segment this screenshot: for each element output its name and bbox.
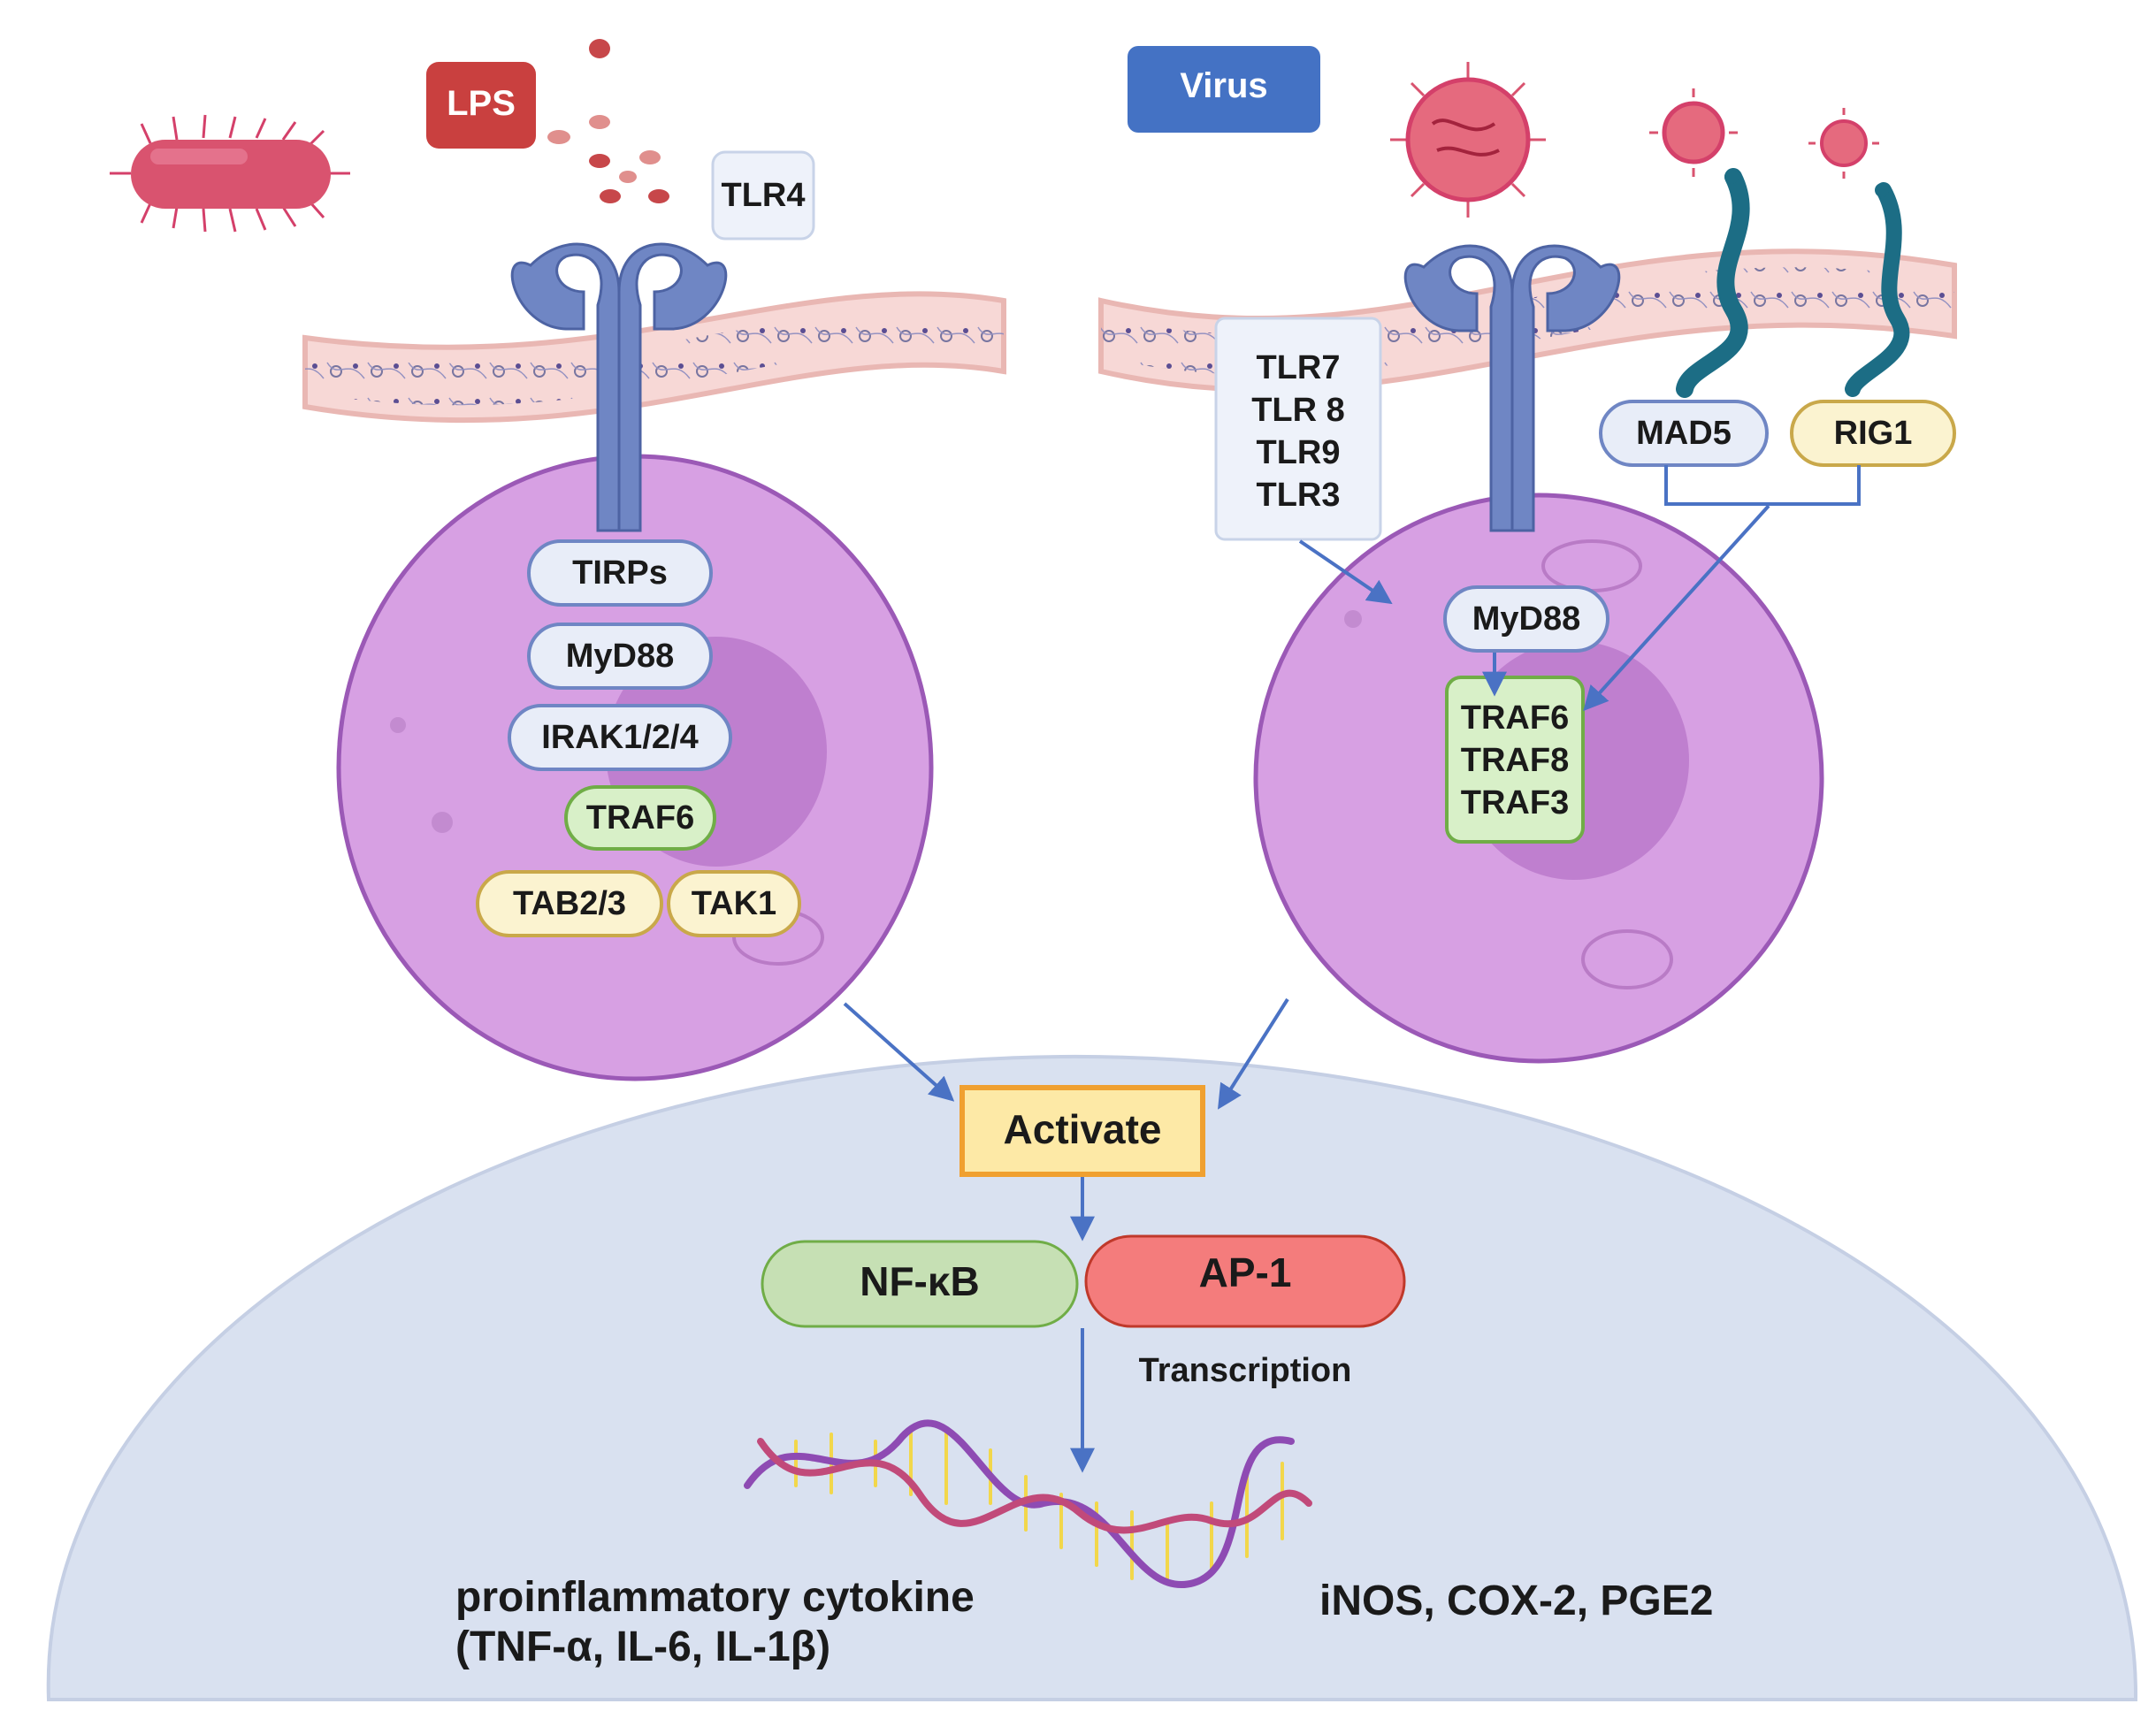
ap1-text: AP-1 (1199, 1249, 1292, 1295)
tlr4-label: TLR4 (711, 150, 815, 241)
right-cell-to-activate-arrow (1218, 997, 1289, 1110)
irak-pill: IRAK1/2/4 (508, 704, 732, 771)
myd88-right-pill: MyD88 (1443, 585, 1609, 653)
mad5-pill: MAD5 (1599, 400, 1769, 467)
traf6-left-pill: TRAF6 (564, 785, 716, 851)
myd88-left-pill: MyD88 (527, 623, 713, 690)
nfkb-pill: NF-κB (761, 1240, 1079, 1328)
cytokine-line2-text: (TNF-α, IL-6, IL-1β) (455, 1624, 830, 1670)
tlr9-text: TLR9 (1257, 434, 1341, 471)
lps-label: LPS (426, 62, 536, 149)
activate-text: Activate (1004, 1106, 1162, 1152)
bacterium-icon (110, 114, 350, 233)
tak1-text: TAK1 (692, 885, 776, 922)
tlr7-text: TLR7 (1257, 349, 1341, 386)
pathway-arrows (843, 504, 1770, 1473)
left-cell-to-activate-arrow (843, 1002, 955, 1102)
nfkb-text: NF-κB (860, 1258, 980, 1304)
virus-small-icon (1808, 108, 1879, 179)
tlr-list-to-myd88-arrow (1298, 539, 1393, 605)
rig1-text: RIG1 (1834, 415, 1913, 452)
tlr4-text: TLR4 (722, 177, 806, 214)
irak-text: IRAK1/2/4 (541, 719, 698, 756)
ap1-pill: AP-1 (1084, 1234, 1406, 1328)
rlr-bracket-connector (1664, 465, 1861, 506)
virus-label: Virus (1128, 46, 1320, 133)
tab23-pill: TAB2/3 (476, 870, 663, 937)
traf3-text: TRAF3 (1461, 784, 1569, 821)
tlr4-receptor-icon (510, 242, 728, 532)
tab23-text: TAB2/3 (513, 885, 626, 922)
left-membrane (302, 291, 1006, 424)
traf6-left-text: TRAF6 (586, 799, 694, 837)
enzymes-text: iNOS, COX-2, PGE2 (1319, 1578, 1713, 1624)
transcription-text: Transcription (1139, 1352, 1352, 1389)
lps-text: LPS (447, 84, 516, 123)
tirps-text: TIRPs (572, 554, 668, 592)
nucleus-background (46, 1054, 2138, 1701)
virus-medium-icon (1649, 88, 1738, 177)
rig1-pill: RIG1 (1790, 400, 1956, 467)
traf6-right-text: TRAF6 (1461, 699, 1569, 737)
cytokine-line1-text: proinflammatory cytokine (455, 1574, 975, 1621)
tlr8-text: TLR 8 (1251, 392, 1345, 429)
mad5-text: MAD5 (1636, 415, 1732, 452)
activate-box: Activate (959, 1085, 1205, 1177)
traf8-text: TRAF8 (1461, 742, 1569, 779)
myd88-left-text: MyD88 (566, 638, 675, 675)
virus-text: Virus (1180, 66, 1267, 105)
myd88-right-text: MyD88 (1472, 600, 1581, 638)
lps-particles-icon (547, 39, 669, 203)
tak1-pill: TAK1 (667, 870, 801, 937)
virus-large-icon (1390, 62, 1546, 218)
traf-box: TRAF6 TRAF8 TRAF3 (1445, 676, 1585, 844)
tlr-list-box: TLR7 TLR 8 TLR9 TLR3 (1214, 317, 1382, 541)
tlr3-text: TLR3 (1257, 477, 1341, 514)
dna-helix-icon (744, 1419, 1312, 1589)
rlr-to-traf-arrow (1583, 504, 1770, 712)
tlr-receptor-icon (1403, 244, 1621, 532)
mad5-receptor-icon (1676, 168, 1750, 398)
tirps-pill: TIRPs (527, 539, 713, 607)
rig1-receptor-icon (1845, 182, 1910, 397)
